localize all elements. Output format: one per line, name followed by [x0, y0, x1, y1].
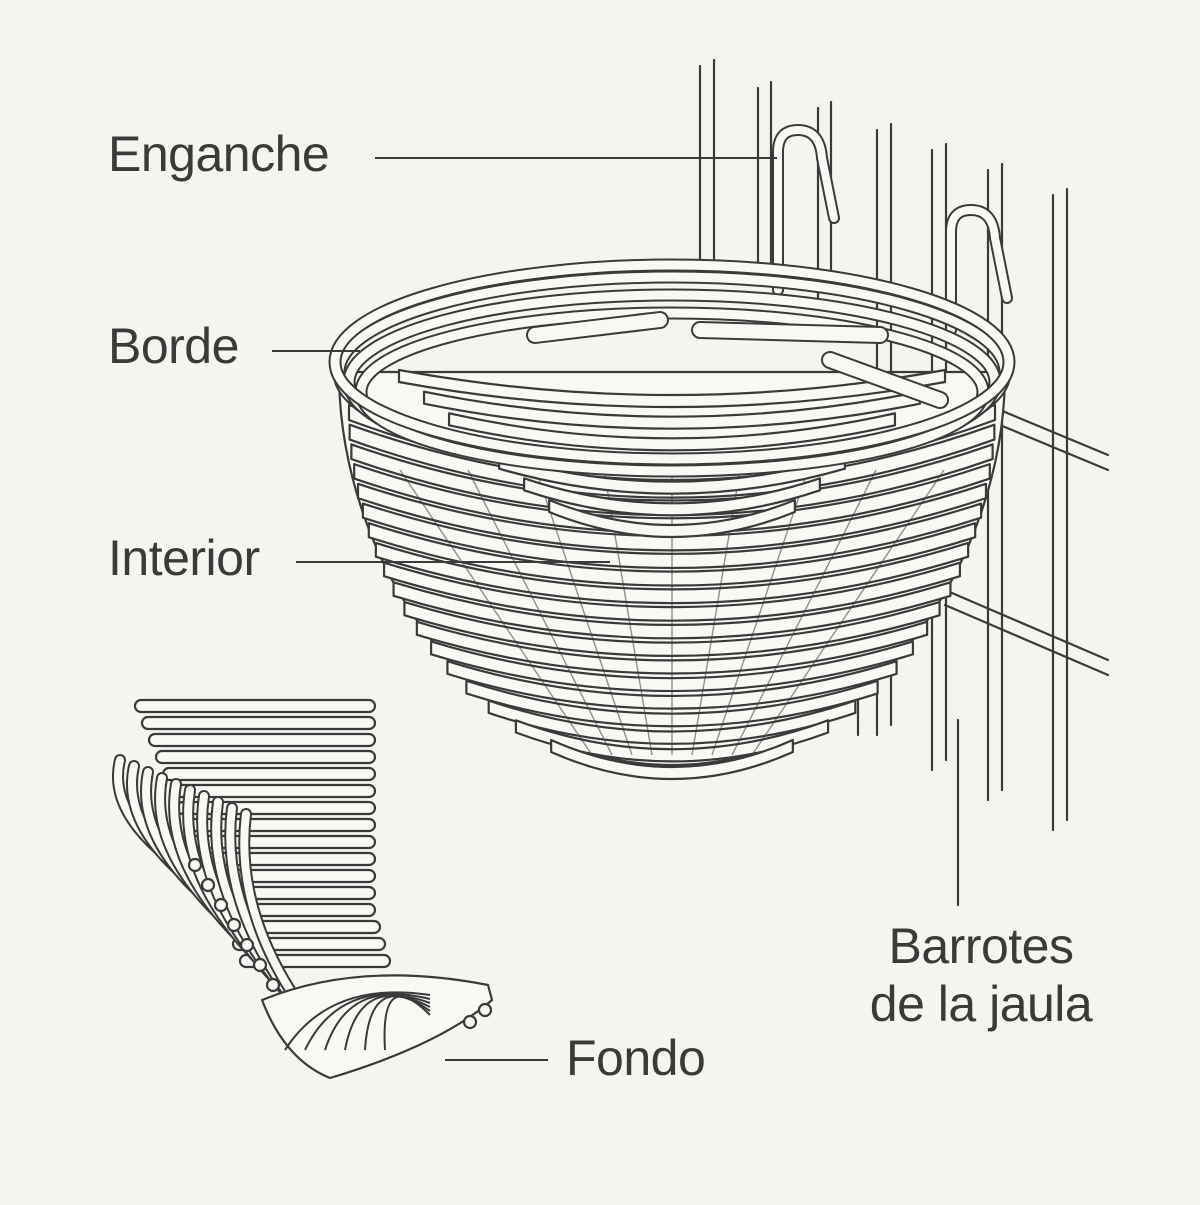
label-interior: Interior — [108, 530, 260, 586]
label-cage-bars: Barrotes de la jaula — [858, 918, 1104, 1033]
cage-cross-bar — [998, 423, 1110, 472]
weave-band — [487, 699, 857, 745]
label-cage-bars-line2: de la jaula — [869, 975, 1093, 1032]
weave-spoke — [535, 469, 633, 756]
section-rod-end — [187, 857, 203, 873]
section-bottom-rod — [383, 995, 431, 1051]
section-bottom-rod — [324, 994, 431, 1051]
rim-rod-inner — [823, 353, 947, 407]
rim-coil-inner — [330, 260, 1014, 464]
weave-spoke — [751, 469, 945, 756]
weave-band — [356, 482, 988, 552]
interior-weave-band — [397, 368, 947, 409]
interior-weave-band — [548, 498, 796, 539]
section-slat — [140, 715, 377, 731]
weave-band — [429, 640, 915, 693]
leader-lines — [272, 157, 777, 1061]
section-rod-end — [200, 877, 216, 893]
weave-spoke — [731, 469, 877, 756]
section-bottom-rod — [344, 994, 431, 1051]
weave-band — [374, 541, 970, 605]
weave-spoke — [691, 469, 741, 756]
weave-band — [361, 502, 983, 570]
rim-rod-inner — [528, 313, 667, 342]
section-rod-end — [477, 1002, 493, 1018]
section-slat — [133, 698, 377, 714]
interior-weave-band — [498, 455, 846, 495]
hook-wire-inner — [774, 125, 838, 294]
woven-basket — [328, 258, 1016, 781]
weave-band — [367, 522, 977, 587]
cage-cross-bar — [998, 408, 1110, 457]
cage-cross-bar — [943, 603, 1110, 677]
weave-spoke — [399, 469, 593, 756]
label-bottom: Fondo — [566, 1030, 706, 1086]
section-rod-end — [213, 897, 229, 913]
section-bottom — [260, 974, 494, 1080]
weave-band — [550, 738, 794, 781]
weave-band — [392, 581, 952, 640]
section-rod-end — [265, 977, 281, 993]
weave-spoke — [711, 469, 809, 756]
cage-cross-bar — [943, 588, 1110, 662]
section-bottom-rod — [284, 991, 431, 1051]
weave-band — [415, 620, 929, 675]
interior-weave-band — [422, 390, 922, 430]
rim-rod-inner — [693, 323, 887, 342]
section-rod-end — [252, 957, 268, 973]
section-rod-end — [226, 917, 242, 933]
interior-weave-band — [523, 477, 821, 517]
weave-spoke — [467, 469, 613, 756]
label-cage-bars-line1: Barrotes — [888, 918, 1074, 974]
section-slat — [154, 749, 377, 765]
weave-band — [382, 561, 962, 622]
section-rod-end — [462, 1014, 478, 1030]
weave-band — [446, 660, 898, 710]
weave-spoke — [603, 469, 653, 756]
section-rod-end — [239, 937, 255, 953]
basket-cross-section — [111, 698, 494, 1080]
hooks — [772, 123, 1013, 336]
interior-weave-band — [447, 412, 897, 452]
weave-band — [403, 600, 941, 657]
weave-band — [465, 679, 879, 728]
section-slat — [147, 732, 377, 748]
label-hook: Enganche — [108, 126, 330, 182]
section-slat — [161, 766, 377, 782]
hook-wire-inner — [947, 205, 1011, 334]
label-rim: Borde — [108, 318, 239, 374]
weave-band — [514, 719, 830, 763]
section-bottom-rod — [304, 992, 431, 1051]
